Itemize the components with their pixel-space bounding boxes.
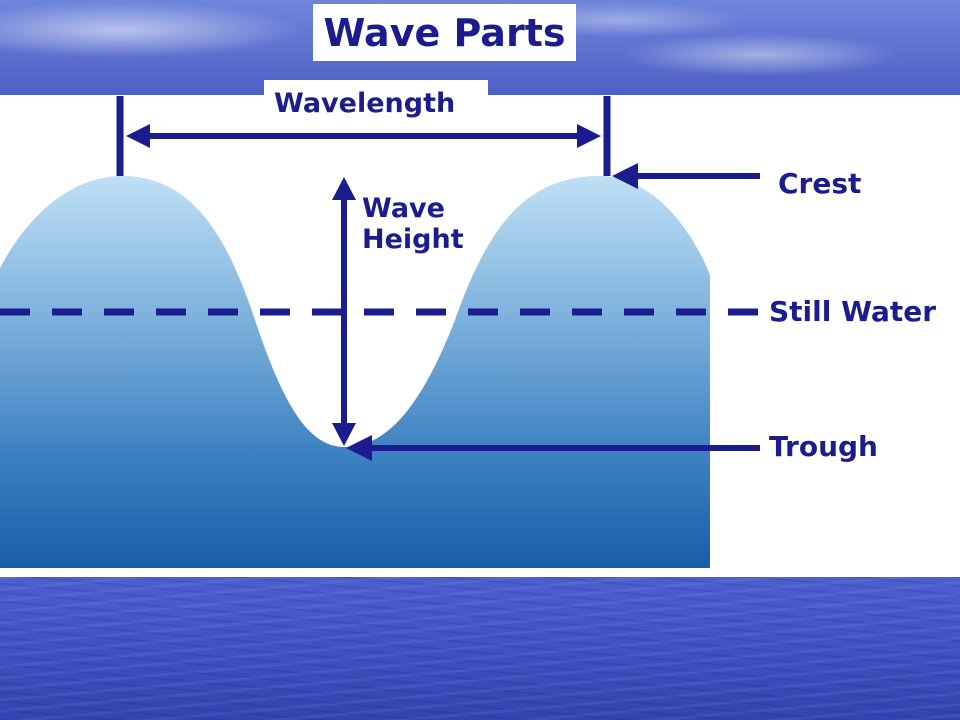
trough-label: Trough — [769, 430, 878, 463]
wave-height-label: Wave Height — [362, 193, 464, 255]
wave-height-label-line1: Wave — [362, 193, 445, 224]
wavelength-label-box — [264, 80, 488, 128]
wavelength-arrow-right-head — [577, 124, 601, 148]
wavelength-arrow-left-head — [126, 124, 150, 148]
page-title: Wave Parts — [323, 10, 566, 55]
crest-pointer-head — [612, 163, 638, 189]
wave-height-arrow-top-head — [332, 177, 356, 200]
still-water-label: Still Water — [769, 295, 937, 328]
title-box: Wave Parts — [313, 4, 576, 61]
wave-height-arrow-bottom-head — [332, 423, 356, 446]
wavelength-label: Wavelength — [274, 88, 456, 119]
crest-label: Crest — [778, 167, 862, 200]
sea-background — [0, 577, 960, 720]
wave-water — [0, 176, 710, 568]
trough-pointer-head — [346, 435, 372, 461]
wave-height-label-line2: Height — [362, 224, 464, 256]
